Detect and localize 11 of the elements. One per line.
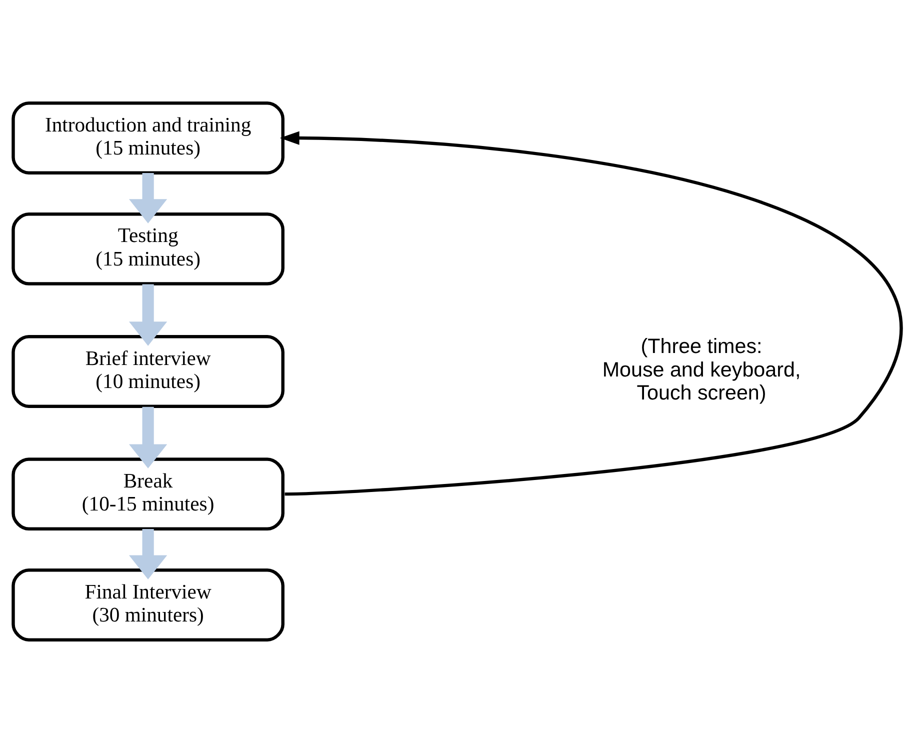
node-box: Introduction and training (15 minutes): [12, 101, 284, 174]
node-box: Brief interview (10 minutes): [12, 334, 284, 408]
node-box: Final Interview (30 minuters): [12, 568, 284, 641]
node-box: Testing (15 minutes): [12, 212, 284, 285]
label: (Three times: Mouse and keyboard, Touch screen): [602, 334, 801, 404]
arrow: [129, 172, 168, 223]
arrow: [129, 406, 168, 468]
arrow: [280, 130, 902, 496]
node-box: Break (10-15 minutes): [12, 457, 284, 530]
arrow: [129, 284, 168, 346]
arrow: [129, 528, 168, 579]
